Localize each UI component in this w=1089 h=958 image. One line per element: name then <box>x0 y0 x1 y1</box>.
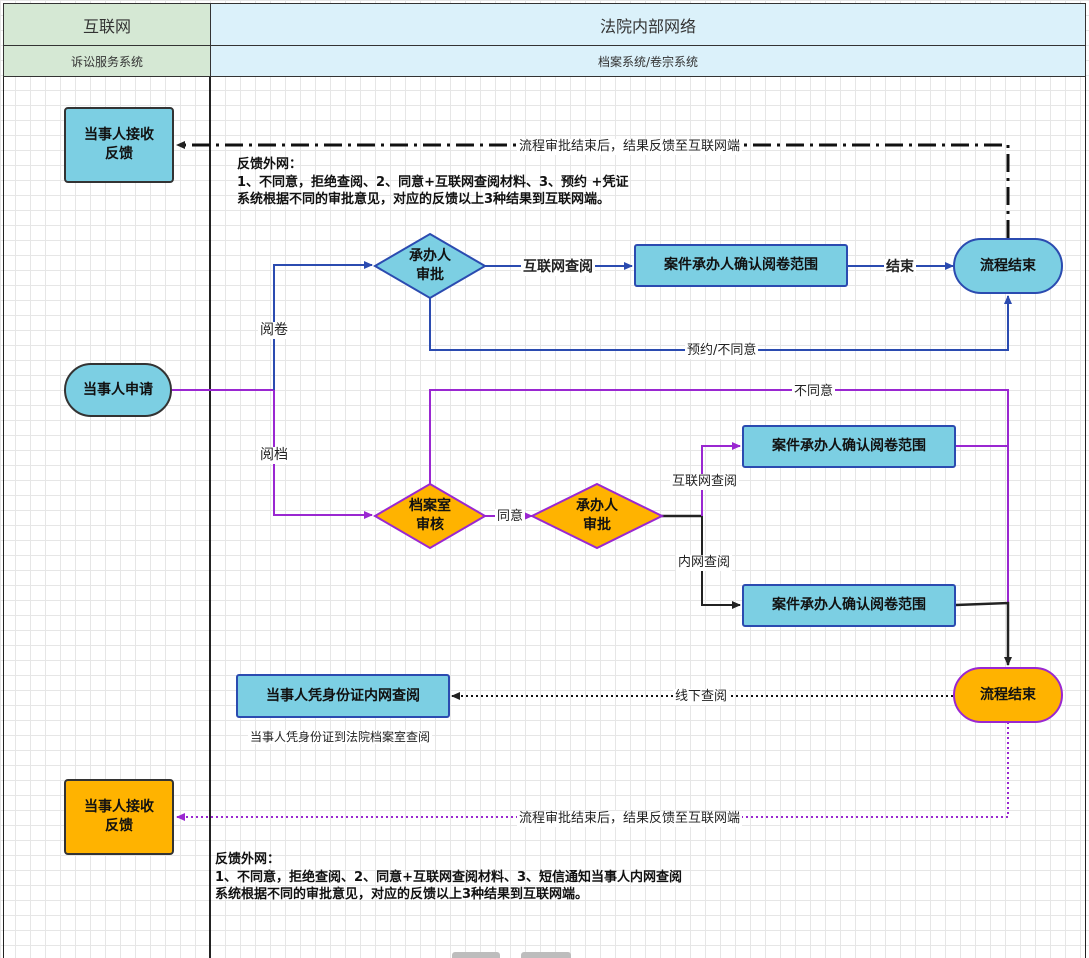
node-confirm-3[interactable]: 案件承办人确认阅卷范围 <box>742 584 956 627</box>
lane-header-internet: 互联网 <box>3 3 211 46</box>
lane-divider <box>209 77 211 958</box>
node-receive-bottom[interactable]: 当事人接收 反馈 <box>64 779 174 855</box>
label-internet-read-1: 互联网查阅 <box>521 259 595 276</box>
label-disagree: 不同意 <box>792 384 836 400</box>
edge-feedback-top <box>176 141 1010 238</box>
node-undertaker-1[interactable]: 承办人 审批 <box>409 248 451 283</box>
lane-subtitle-court: 档案系统/卷宗系统 <box>597 54 699 69</box>
node-undertaker-2[interactable]: 承办人 审批 <box>576 498 618 533</box>
page-tab-2[interactable] <box>521 952 571 958</box>
lane-title-court: 法院内部网络 <box>599 16 696 36</box>
label-finish: 结束 <box>884 259 916 276</box>
lane-border-right <box>1085 77 1086 958</box>
node-receive-top[interactable]: 当事人接收 反馈 <box>64 107 174 183</box>
diamond-undertaker-1 <box>373 232 487 300</box>
label-read-archive: 阅档 <box>258 447 290 464</box>
node-confirm-2[interactable]: 案件承办人确认阅卷范围 <box>742 425 956 468</box>
edge-internet-read-2 <box>701 442 741 516</box>
edge-feedback-bottom <box>176 722 1009 821</box>
lane-subheader-internet: 诉讼服务系统 <box>3 45 211 77</box>
label-reserve-disagree: 预约/不同意 <box>685 343 759 359</box>
note-bottom-line1: 反馈外网： <box>215 852 281 867</box>
node-end-1[interactable]: 流程结束 <box>953 238 1063 294</box>
diamond-undertaker-2 <box>529 482 665 550</box>
label-feedback-bottom: 流程审批结束后，结果反馈至互联网端 <box>517 811 743 827</box>
node-end-2[interactable]: 流程结束 <box>953 667 1063 723</box>
lane-subheader-court: 档案系统/卷宗系统 <box>210 45 1086 77</box>
note-top-line1: 反馈外网： <box>237 157 303 172</box>
edge-intranet-read <box>701 516 741 609</box>
label-read-file: 阅卷 <box>258 322 290 339</box>
node-archive-review[interactable]: 档案室 审核 <box>409 498 451 533</box>
label-id-note: 当事人凭身份证到法院档案室查阅 <box>248 730 433 745</box>
label-feedback-top: 流程审批结束后，结果反馈至互联网端 <box>517 139 743 155</box>
node-apply[interactable]: 当事人申请 <box>64 363 172 417</box>
note-top-line2: 1、不同意，拒绝查阅、2、同意+互联网查阅材料、3、预约 +凭证 <box>237 174 629 190</box>
lane-subtitle-internet: 诉讼服务系统 <box>70 54 143 69</box>
note-top: 反馈外网： 1、不同意，拒绝查阅、2、同意+互联网查阅材料、3、预约 +凭证 系… <box>237 156 628 209</box>
note-bottom: 反馈外网： 1、不同意，拒绝查阅、2、同意+互联网查阅材料、3、短信通知当事人内… <box>215 851 682 904</box>
label-offline-read: 线下查阅 <box>673 689 730 705</box>
node-id-check[interactable]: 当事人凭身份证内网查阅 <box>236 674 450 718</box>
node-confirm-1[interactable]: 案件承办人确认阅卷范围 <box>634 244 848 287</box>
edge-read-file <box>273 261 373 390</box>
diamond-archive-review <box>373 482 487 550</box>
note-bottom-line3: 系统根据不同的审批意见，对应的反馈以上3种结果到互联网端。 <box>215 887 589 903</box>
edge-confirm3-end2 <box>955 601 1012 666</box>
edge-undertaker1-end1 <box>429 295 1012 351</box>
label-agree: 同意 <box>495 509 526 525</box>
page-tab-1[interactable] <box>452 952 500 958</box>
edge-archive-disagree <box>429 389 1009 665</box>
note-bottom-line2: 1、不同意，拒绝查阅、2、同意+互联网查阅材料、3、短信通知当事人内网查阅 <box>215 869 683 885</box>
note-top-line3: 系统根据不同的审批意见，对应的反馈以上3种结果到互联网端。 <box>237 192 611 208</box>
lane-title-internet: 互联网 <box>82 16 131 36</box>
label-intranet-read: 内网查阅 <box>676 555 733 571</box>
label-internet-read-2: 互联网查阅 <box>670 474 740 490</box>
lane-border-left <box>3 77 4 958</box>
edge-read-archive <box>273 390 373 519</box>
